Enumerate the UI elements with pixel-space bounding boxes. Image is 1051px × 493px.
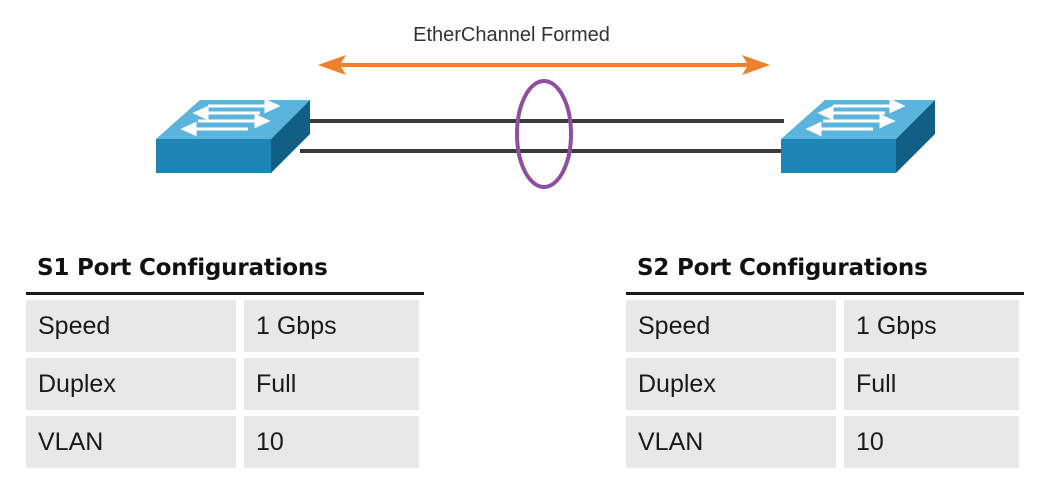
table-row: VLAN 10: [26, 416, 424, 468]
s1-port-config-panel: S1 Port Configurations Speed 1 Gbps Dupl…: [26, 252, 424, 474]
switch-s2-icon: [781, 98, 935, 173]
s1-setting-speed: Speed: [26, 300, 236, 352]
s2-value-vlan: 10: [844, 416, 1019, 468]
topology-graphic: [156, 55, 935, 189]
s2-port-config-panel: S2 Port Configurations Speed 1 Gbps Dupl…: [626, 252, 1024, 474]
s1-value-speed: 1 Gbps: [244, 300, 419, 352]
s1-value-vlan: 10: [244, 416, 419, 468]
s2-panel-title: S2 Port Configurations: [637, 255, 928, 281]
switch-s1-icon: [156, 98, 310, 173]
diagram-caption: EtherChannel Formed: [413, 24, 610, 46]
s2-value-duplex: Full: [844, 358, 1019, 410]
double-arrow-icon: [318, 55, 770, 75]
link-cables: [300, 119, 784, 153]
table-row: Duplex Full: [26, 358, 424, 410]
s1-panel-title: S1 Port Configurations: [37, 255, 328, 281]
etherchannel-bundle-icon: [515, 79, 573, 189]
s2-value-speed: 1 Gbps: [844, 300, 1019, 352]
table-row: VLAN 10: [626, 416, 1024, 468]
s2-title-divider: [626, 292, 1024, 295]
s1-setting-duplex: Duplex: [26, 358, 236, 410]
s2-setting-vlan: VLAN: [626, 416, 836, 468]
s1-setting-vlan: VLAN: [26, 416, 236, 468]
table-row: Speed 1 Gbps: [26, 300, 424, 352]
etherchannel-diagram: EtherChannel Formed: [0, 0, 1051, 210]
table-row: Speed 1 Gbps: [626, 300, 1024, 352]
table-row: Duplex Full: [626, 358, 1024, 410]
s2-setting-duplex: Duplex: [626, 358, 836, 410]
s1-title-divider: [26, 292, 424, 295]
s2-setting-speed: Speed: [626, 300, 836, 352]
s1-value-duplex: Full: [244, 358, 419, 410]
